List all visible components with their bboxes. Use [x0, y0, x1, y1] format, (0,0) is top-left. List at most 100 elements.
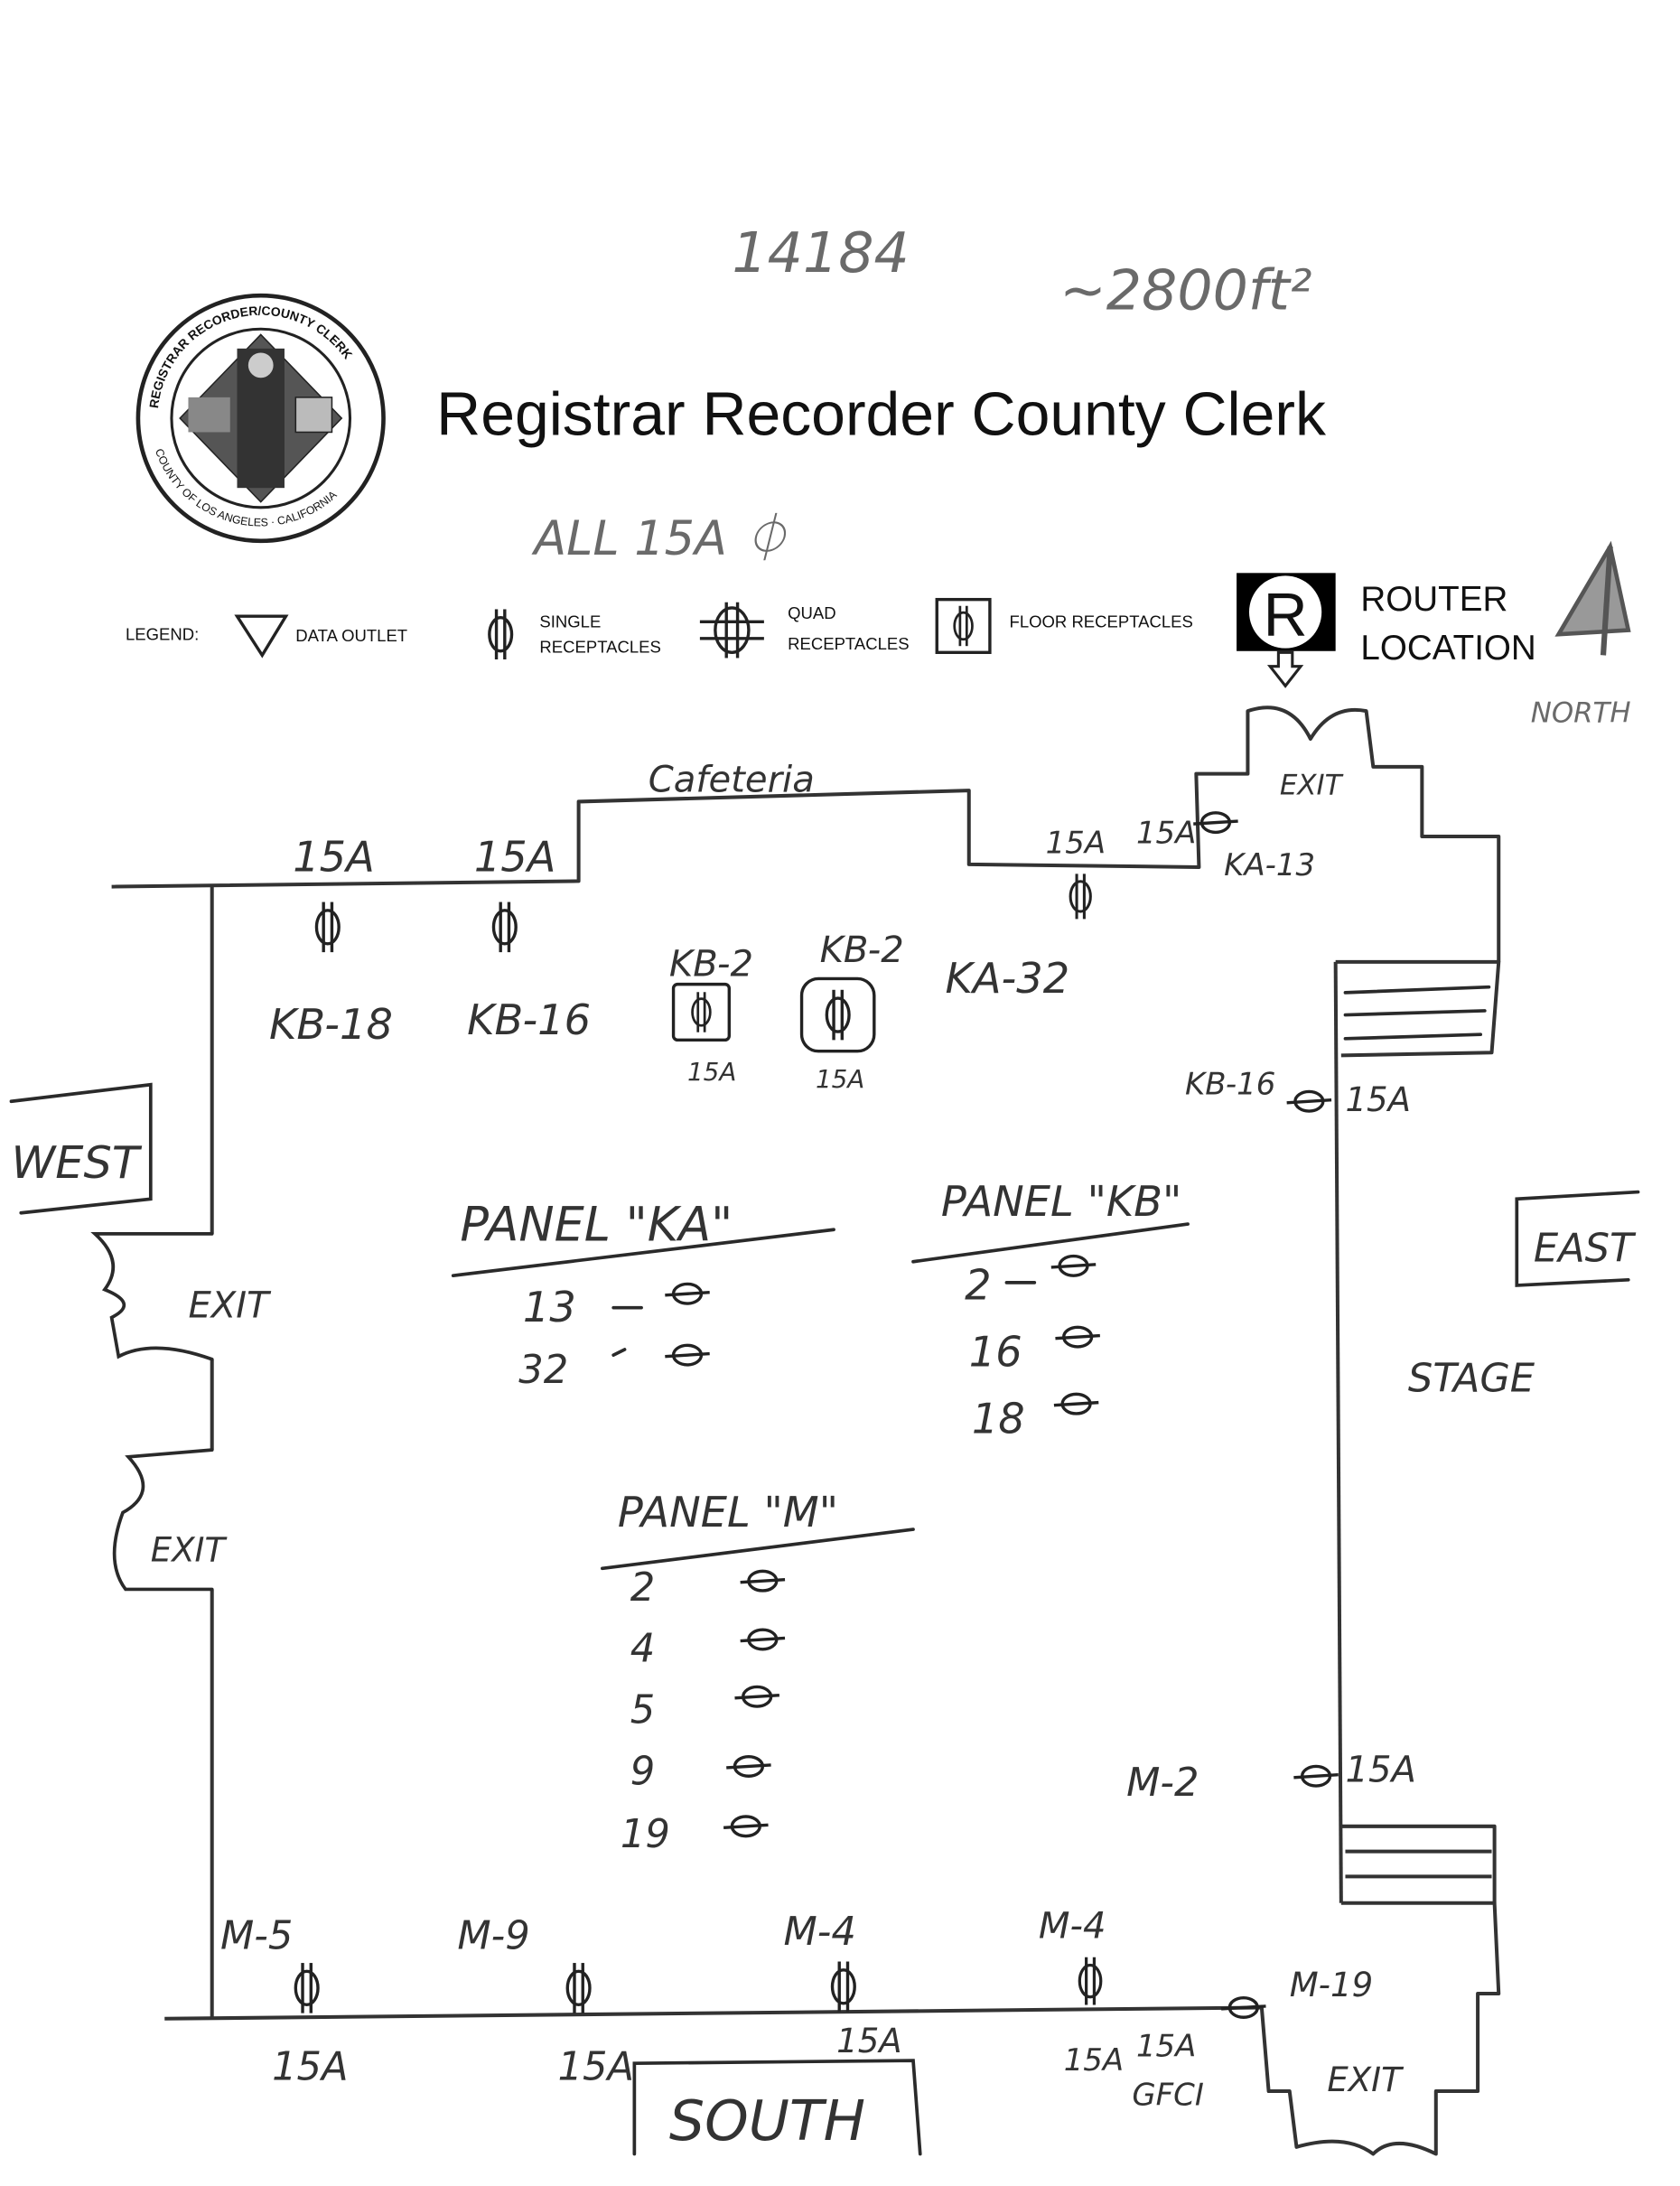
floor-receptacle-icon — [799, 976, 876, 1053]
legend-router-line2: LOCATION — [1360, 629, 1535, 668]
single-receptacle-icon — [294, 1961, 320, 2015]
outlet-circuit: KA-32 — [946, 954, 1070, 1003]
panel-circuit: 9 — [630, 1750, 656, 1795]
outlet-circuit: M-4 — [783, 1910, 855, 1955]
panel-circuit: 18 — [972, 1395, 1025, 1443]
legend-single-line2: RECEPTACLES — [539, 637, 660, 656]
stage-label: STAGE — [1408, 1356, 1535, 1401]
outlet-circuit: KB-18 — [269, 1000, 393, 1049]
outlet-amps: 15A — [1064, 2042, 1124, 2079]
outlet-circuit: KB-2 — [820, 930, 904, 971]
outlet-amps: 15A — [1345, 1749, 1415, 1790]
floor-plan-walls — [90, 705, 1501, 2156]
page-title: Registrar Recorder County Clerk — [436, 381, 1327, 449]
cafeteria-label: Cafeteria — [649, 760, 815, 801]
legend-quad-line1: QUAD — [788, 603, 835, 622]
east-label-box: EAST — [1515, 1190, 1640, 1287]
single-receptacle-icon — [488, 607, 514, 661]
exit-bottom-label: EXIT — [1327, 2060, 1405, 2099]
single-receptacle-icon — [1069, 872, 1092, 920]
outlet-east-kb-16[interactable]: KB-16 15A — [1185, 1067, 1411, 1120]
south-label: SOUTH — [669, 2088, 865, 2153]
legend-router-line1: ROUTER — [1360, 580, 1507, 619]
outlet-kb-16[interactable]: 15A KB-16 — [467, 833, 591, 1045]
outlet-amps: 15A — [474, 833, 556, 882]
panel-circuit: 16 — [969, 1327, 1022, 1376]
legend-label: LEGEND: — [126, 624, 199, 643]
receptacle-icon — [722, 1815, 770, 1838]
receptacle-icon — [733, 1685, 781, 1708]
exit-top-label: EXIT — [1280, 770, 1344, 802]
outlet-amps: 15A — [1345, 1080, 1410, 1119]
west-label-box: WEST — [9, 1082, 153, 1215]
outlet-circuit: M-4 — [1039, 1905, 1106, 1947]
panel-circuit: 4 — [630, 1627, 656, 1672]
receptacle-icon — [1219, 1995, 1268, 2019]
area-estimate: ~2800ft² — [1059, 258, 1311, 323]
data-outlet-icon — [234, 614, 289, 659]
outlet-amps: 15A — [272, 2045, 349, 2090]
outlet-amps-2: 15A — [1136, 2028, 1196, 2064]
outlet-gfci-note: GFCI — [1132, 2077, 1204, 2113]
outlet-ka-32[interactable]: 15A 15A KA-32 — [946, 816, 1197, 1003]
receptacle-icon — [1050, 1254, 1098, 1278]
exit-west2-label: EXIT — [151, 1531, 229, 1570]
legend-floor: FLOOR RECEPTACLES — [1010, 612, 1193, 631]
panel-title: PANEL "KA" — [460, 1198, 733, 1253]
outlet-m-5[interactable]: M-5 15A — [220, 1914, 349, 2090]
outlet-m-4-b[interactable]: M-4 15A 15A GFCI — [1039, 1905, 1204, 2113]
single-receptacle-icon — [830, 1959, 856, 2013]
outlet-m-9[interactable]: M-9 15A — [457, 1914, 634, 2090]
receptacle-icon — [825, 988, 851, 1042]
outlet-circuit: KB-16 — [1185, 1067, 1275, 1103]
outlet-m-4-a[interactable]: M-4 15A — [783, 1910, 901, 2060]
outlet-amps-2: 15A — [1136, 816, 1196, 852]
outlet-circuit: KA-13 — [1224, 847, 1315, 883]
east-label: EAST — [1534, 1227, 1637, 1272]
panel-circuit: 13 — [523, 1283, 576, 1331]
router-icon: R — [1237, 573, 1336, 688]
outlet-kb-2-a[interactable]: KB-2 15A — [669, 943, 753, 1087]
panel-circuit: 5 — [630, 1688, 656, 1733]
single-receptacle-icon — [1078, 1956, 1103, 2007]
receptacle-icon — [1284, 1089, 1333, 1113]
panel-title: PANEL "KB" — [941, 1177, 1181, 1226]
north-label: NORTH — [1531, 696, 1631, 729]
receptacle-icon — [738, 1628, 787, 1651]
legend-data-outlet: DATA OUTLET — [295, 626, 407, 645]
panel-m-schedule: PANEL "M" 2 4 5 9 19 — [601, 1488, 915, 1857]
panel-title: PANEL "M" — [618, 1488, 838, 1537]
outlet-circuit: M-5 — [220, 1914, 293, 1959]
outlet-circuit: M-9 — [457, 1914, 529, 1959]
panel-circuit: 2 — [630, 1565, 656, 1611]
outlet-amps: 15A — [687, 1057, 736, 1087]
outlet-amps: 15A — [557, 2045, 634, 2090]
legend-quad-line2: RECEPTACLES — [788, 634, 909, 653]
outlet-amps: 15A — [293, 833, 375, 882]
outlet-kb-18[interactable]: 15A KB-18 — [269, 833, 393, 1049]
outlet-amps: 15A — [1046, 826, 1106, 862]
receptacle-icon — [1053, 1325, 1102, 1349]
outlet-circuit: KB-2 — [669, 943, 753, 985]
panel-kb-schedule: PANEL "KB" 2 16 18 — [911, 1177, 1190, 1443]
outlet-m-2[interactable]: M-2 15A — [1126, 1749, 1416, 1805]
receptacle-icon — [690, 990, 713, 1034]
outlet-ka-13[interactable]: KA-13 — [1191, 811, 1315, 883]
single-receptacle-icon — [491, 900, 518, 954]
panel-circuit: 2 — [965, 1260, 991, 1309]
panel-circuit: 32 — [518, 1348, 568, 1393]
outlet-kb-2-b[interactable]: KB-2 15A — [799, 930, 904, 1094]
outlet-circuit: KB-16 — [467, 995, 591, 1044]
receptacle-icon — [1292, 1764, 1340, 1788]
county-seal-logo: REGISTRAR RECORDER/COUNTY CLERK COUNTY O… — [135, 293, 386, 544]
panel-circuit: 19 — [621, 1812, 670, 1857]
single-receptacle-icon — [314, 900, 341, 954]
receptacle-icon — [663, 1282, 712, 1305]
amperage-note: ALL 15A ⏀ — [531, 511, 789, 566]
outlet-m-19[interactable]: M-19 — [1219, 1966, 1373, 2019]
outlet-amps: 15A — [816, 1064, 864, 1094]
outlet-circuit: M-19 — [1290, 1966, 1373, 2004]
floor-receptacle-icon — [935, 597, 992, 654]
receptacle-icon — [724, 1754, 773, 1779]
north-arrow-icon — [1554, 540, 1631, 656]
